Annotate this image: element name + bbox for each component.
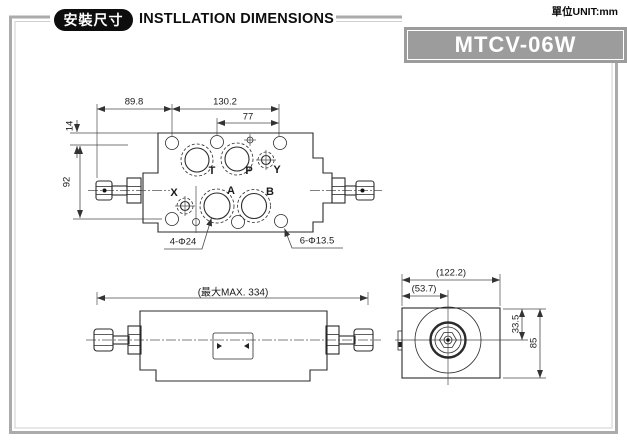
port-b-label: B bbox=[266, 186, 274, 198]
unit-label: 單位UNIT:mm bbox=[551, 6, 618, 18]
dim-width-inner: 77 bbox=[242, 111, 254, 123]
port-t-circle bbox=[180, 143, 214, 177]
right-adjuster-side bbox=[325, 325, 374, 355]
port-t-label: T bbox=[208, 165, 216, 177]
port-a-circle bbox=[199, 188, 235, 224]
left-adjuster-side bbox=[93, 325, 142, 355]
page-title: INSTLLATION DIMENSIONS bbox=[139, 11, 335, 27]
section-badge: 安裝尺寸 bbox=[54, 9, 133, 31]
port-y-circle bbox=[256, 150, 276, 170]
dim-center-offset: 33.5 bbox=[510, 314, 522, 334]
port-b-circle bbox=[237, 189, 271, 223]
port-a-label: A bbox=[227, 185, 235, 197]
right-adjuster-top bbox=[310, 177, 382, 204]
port-p-label: P bbox=[245, 165, 253, 177]
left-adjuster-top bbox=[88, 177, 170, 204]
banner-border bbox=[407, 30, 624, 60]
end-view-drawing bbox=[395, 274, 546, 385]
dim-end-height: 85 bbox=[528, 337, 540, 349]
dim-width-right: 130.2 bbox=[213, 96, 237, 108]
dim-width-left: 89.8 bbox=[124, 96, 144, 108]
side-view-drawing bbox=[86, 292, 381, 382]
dim-max-length: (最大MAX. 334) bbox=[197, 287, 269, 299]
dim-end-width: (122.2) bbox=[435, 267, 467, 279]
top-view-drawing bbox=[70, 104, 382, 250]
port-x-label: X bbox=[170, 187, 178, 199]
note-mount-holes: 6-Φ13.5 bbox=[299, 235, 335, 247]
mounting-holes bbox=[165, 134, 288, 233]
end-view-knob-circles bbox=[414, 306, 482, 374]
dim-knob-offset: (53.7) bbox=[411, 283, 437, 295]
port-p-circle bbox=[220, 142, 254, 176]
port-y-label: Y bbox=[273, 164, 281, 176]
nameplate bbox=[212, 332, 254, 360]
model-number: MTCV-06W bbox=[454, 32, 577, 57]
page-frame bbox=[9, 8, 618, 434]
note-port-holes: 4-Φ24 bbox=[169, 236, 197, 248]
dim-height: 92 bbox=[61, 176, 73, 188]
dim-top-offset: 14 bbox=[64, 120, 76, 132]
port-x-circle bbox=[175, 196, 195, 216]
model-banner: MTCV-06W bbox=[404, 27, 627, 63]
